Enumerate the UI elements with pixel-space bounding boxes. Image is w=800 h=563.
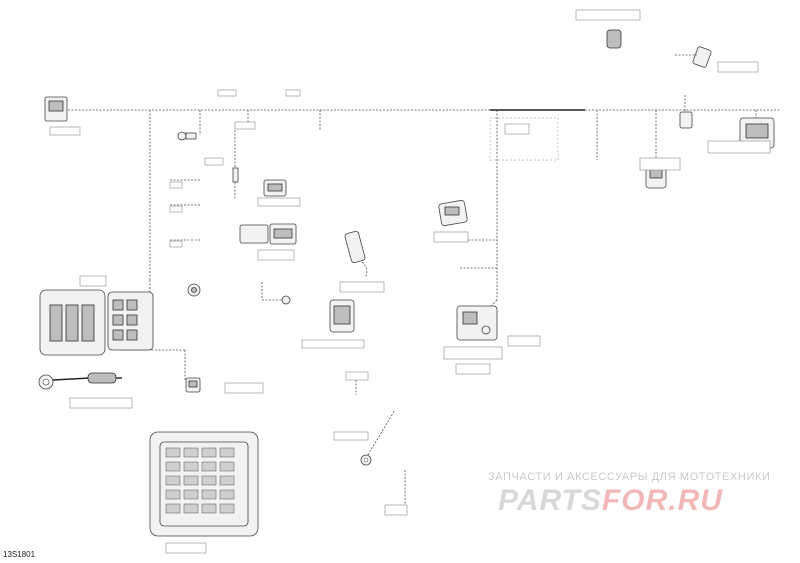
ground-terminal [360,454,372,466]
terminal-small [281,295,291,305]
connector-right-mid [438,199,468,227]
callout-tags [49,9,771,554]
connector-multi-pin [329,299,355,333]
switch-small [679,111,693,129]
sensor-bottom-left [185,377,201,393]
watermark-brand-left: PARTS [498,484,602,517]
dashed-module-region [489,117,559,161]
ring-terminal-cable [38,372,122,390]
connector-mid-a [263,179,287,197]
resistor [232,167,239,183]
dess-module [456,305,498,341]
fuse-box-left [39,289,154,356]
connector-top-right [606,29,712,68]
ecm-connector [149,431,259,537]
watermark-brand-right: FOR.RU [601,484,723,517]
grommet [187,283,201,297]
watermark-tagline: ЗАПЧАСТИ И АКСЕССУАРЫ ДЛЯ МОТОТЕХНИКИ [488,471,771,483]
sensor-small [177,131,197,141]
connector-left-top [44,96,68,122]
connector-mid-b [239,223,297,245]
connector-hand [344,230,368,279]
watermark-logo: PARTSFOR.RU [498,484,723,518]
diagram-reference-number: 13S1801 [3,550,36,559]
